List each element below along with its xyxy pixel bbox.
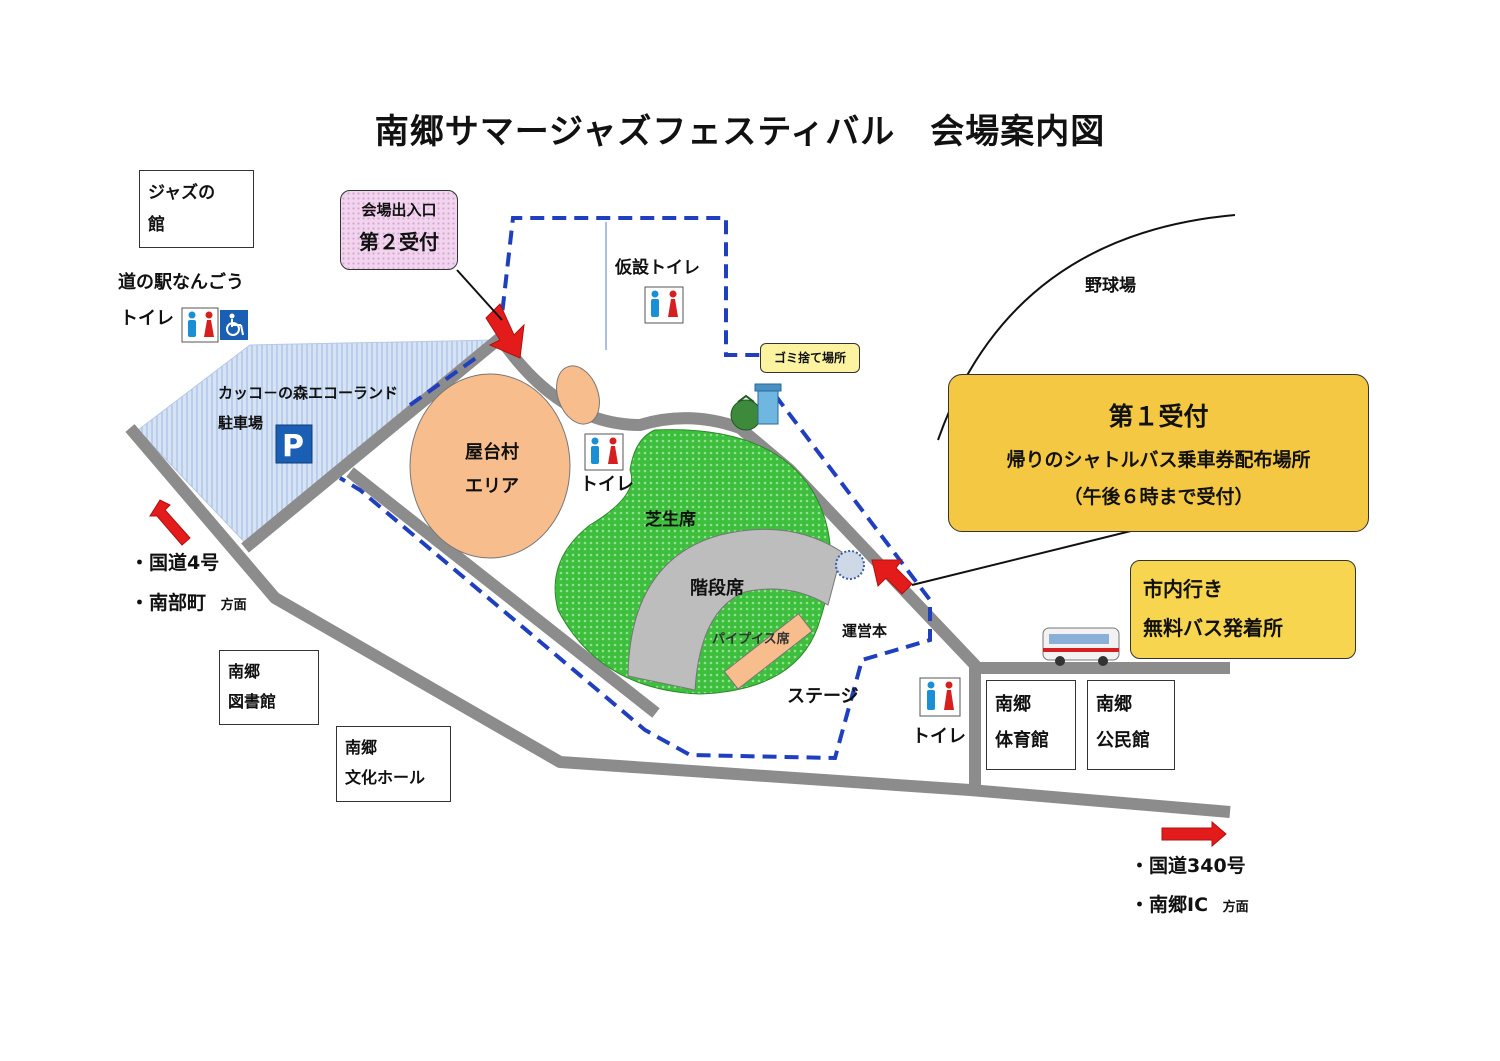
trash-bin-icon	[754, 383, 782, 425]
toilet-center-label: トイレ	[580, 474, 634, 495]
toilet-icon-michinoeki	[181, 307, 219, 343]
gate2-pointer-line	[456, 269, 503, 321]
dir-left-line2: ・南部町 方面	[130, 592, 247, 615]
gate2-callout: 会場出入口 第２受付	[340, 190, 458, 270]
library-line2: 図書館	[228, 692, 277, 712]
reception1-pointer-line	[911, 529, 1136, 586]
temp-toilet-label: 仮設トイレ	[615, 258, 700, 278]
lawn-label: 芝生席	[645, 510, 696, 530]
dir-right-line2: ・南郷IC 方面	[1130, 894, 1249, 917]
reception1-line1: 帰りのシャトルバス乗車券配布場所	[1006, 449, 1311, 471]
yatai-area	[409, 373, 571, 559]
reception1-title: 第１受付	[1108, 402, 1209, 431]
right-direction-arrow-icon	[1161, 820, 1227, 848]
hq-tent-icon	[835, 550, 865, 580]
gate2-line2: 第２受付	[359, 230, 439, 254]
free-bus-callout: 市内行き 無料バス発着所	[1130, 560, 1356, 659]
library-line1: 南郷	[228, 662, 261, 681]
stage-label: ステージ	[787, 686, 859, 707]
gym-line1: 南郷	[995, 694, 1031, 715]
culture-hall-line2: 文化ホール	[345, 768, 426, 788]
dir-left-line1: ・国道4号	[130, 552, 220, 574]
step-seating	[627, 528, 843, 691]
community-hall-line1: 南郷	[1096, 694, 1132, 715]
parking-name-label: カッコ－の森エコーランド	[218, 384, 399, 402]
culture-hall-line1: 南郷	[345, 738, 378, 757]
jazz-house-box: ジャズの 館	[139, 170, 254, 248]
pipe-chairs-label: パイプイス席	[712, 632, 790, 647]
left-direction-arrow-icon	[149, 499, 191, 546]
toilet-icon-right	[919, 677, 961, 717]
toilet-right-label: トイレ	[912, 726, 966, 747]
wheelchair-icon	[220, 310, 248, 340]
gate2-line1: 会場出入口	[361, 201, 437, 219]
dir-left-line2a: ・南部町	[130, 592, 207, 614]
dir-right-line2a: ・南郷IC	[1130, 894, 1209, 916]
free-bus-line2: 無料バス発着所	[1143, 616, 1283, 640]
page-title: 南郷サマージャズフェスティバル 会場案内図	[374, 112, 1106, 152]
entrance-arrows	[149, 303, 1227, 848]
stage-block	[723, 613, 813, 690]
michinoeki-toilet-label: トイレ	[120, 308, 174, 329]
gate2-arrow-icon	[485, 303, 525, 359]
dir-right-line2b: 方面	[1222, 900, 1249, 915]
bus-icon	[1042, 627, 1120, 666]
gym-box: 南郷 体育館	[986, 680, 1076, 770]
yatai-line1: 屋台村	[465, 442, 519, 463]
reception1-arrow-icon	[871, 559, 913, 595]
gomi-callout: ゴミ捨て場所	[760, 343, 860, 373]
free-bus-line1: 市内行き	[1143, 577, 1223, 601]
steps-label: 階段席	[690, 578, 744, 599]
parking-sub-label: 駐車場	[218, 414, 264, 432]
small-yatai-spot	[556, 365, 600, 425]
michinoeki-label: 道の駅なんごう	[118, 272, 244, 293]
reception1-callout: 第１受付 帰りのシャトルバス乗車券配布場所 （午後６時まで受付）	[948, 374, 1369, 532]
gomi-label: ゴミ捨て場所	[773, 351, 846, 365]
venue-boundary	[338, 216, 932, 761]
baseball-label: 野球場	[1085, 276, 1136, 296]
toilet-icon-temp	[644, 286, 684, 324]
hq-label: 運営本	[842, 622, 888, 640]
library-box: 南郷 図書館	[219, 650, 319, 725]
yatai-line2: エリア	[465, 476, 519, 497]
jazz-house-line2: 館	[148, 215, 165, 236]
jazz-house-line1: ジャズの	[148, 183, 216, 203]
svg-text:P: P	[282, 429, 304, 464]
community-hall-line2: 公民館	[1096, 730, 1150, 751]
garbage-bag-icon	[730, 394, 762, 431]
community-hall-box: 南郷 公民館	[1087, 680, 1175, 770]
reception1-line2: （午後６時まで受付）	[1063, 486, 1254, 508]
dir-left-line2b: 方面	[220, 598, 247, 613]
toilet-icon-center	[584, 433, 624, 471]
parking-icon: P	[275, 424, 313, 464]
dir-right-line1: ・国道340号	[1130, 855, 1246, 877]
culture-hall-box: 南郷 文化ホール	[336, 726, 451, 802]
gym-line2: 体育館	[995, 730, 1049, 751]
